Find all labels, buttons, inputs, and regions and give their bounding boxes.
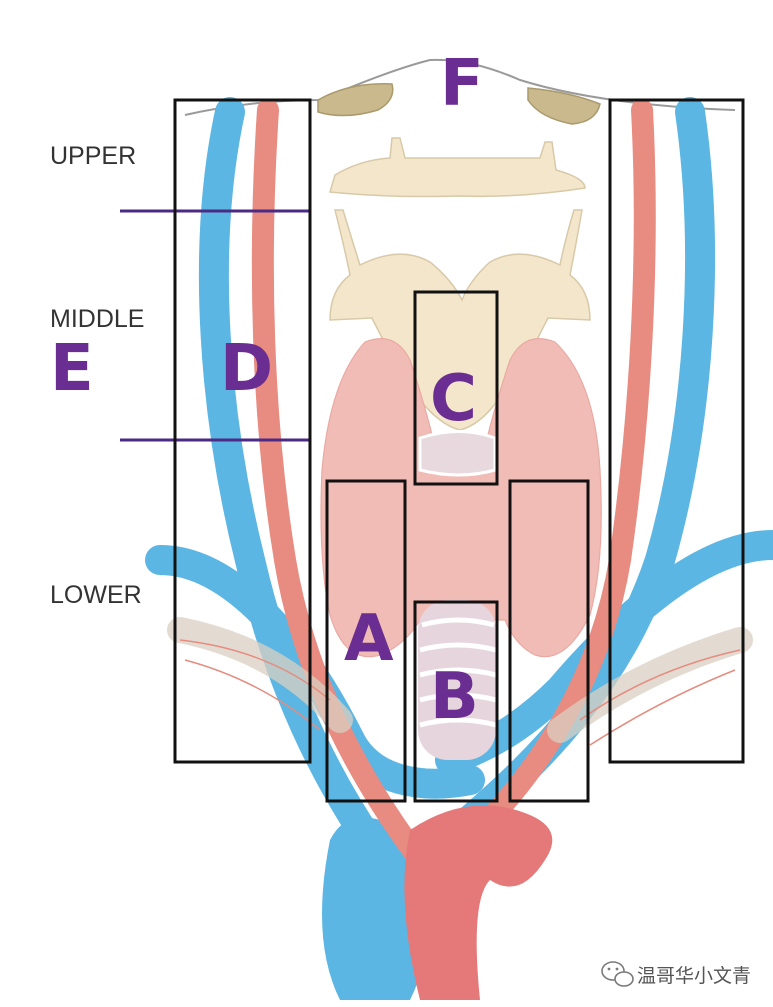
mastoid-right: [527, 87, 601, 125]
zone-box-c: [413, 290, 499, 486]
level-label-upper: UPPER: [50, 142, 136, 170]
left-carotid-artery: [251, 99, 431, 871]
right-clavicle: [547, 627, 753, 743]
zone-box-d: [173, 98, 312, 764]
right-carotid-artery: [459, 99, 656, 851]
level-label-lower: LOWER: [50, 581, 142, 609]
aortic-arch: [404, 805, 553, 1000]
left-jugular-vein: [198, 97, 405, 885]
zone-label-a: A: [344, 602, 394, 676]
right-nerve-lines: [579, 649, 741, 746]
trachea: [418, 600, 497, 760]
zone-label-d: D: [220, 332, 273, 406]
wechat-icon: [601, 961, 634, 987]
mastoid-left: [317, 83, 394, 117]
zone-label-c: C: [430, 362, 477, 436]
watermark-text: 温哥华小文青: [637, 965, 751, 987]
zone-box-d-right: [608, 98, 745, 764]
hyoid-bone: [329, 137, 586, 198]
watermark: 温哥华小文青: [601, 961, 751, 987]
zone-label-f: F: [440, 47, 484, 121]
superior-vena-cava: [322, 817, 428, 1000]
level-label-middle: MIDDLE: [50, 305, 144, 333]
zone-box-a-right: [508, 479, 590, 803]
zone-box-b: [413, 600, 499, 803]
zone-label-e: E: [50, 332, 94, 406]
left-nerve-lines: [179, 639, 331, 731]
zone-box-a: [325, 479, 407, 803]
zone-label-b: B: [430, 660, 479, 734]
cricoid-cartilage: [418, 430, 497, 477]
